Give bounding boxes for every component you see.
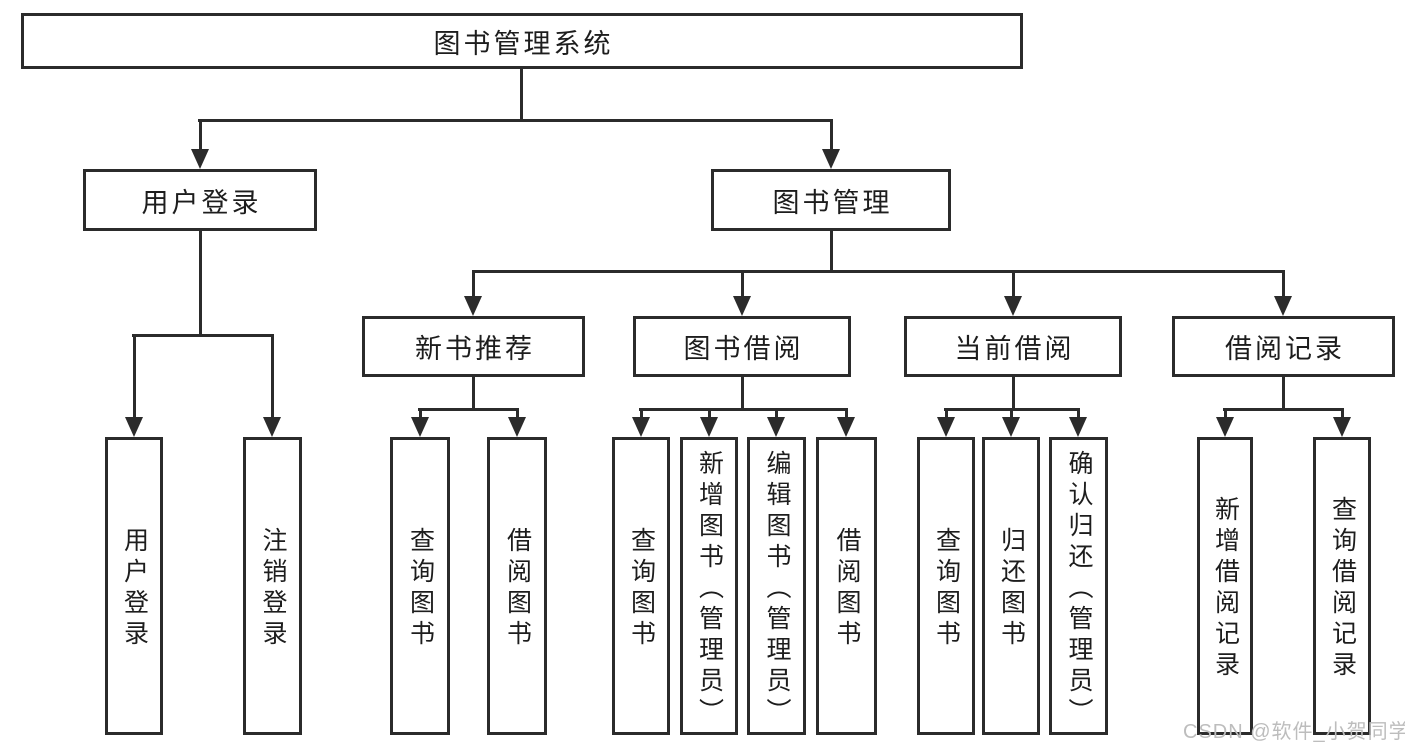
arrow-down-icon [1333,417,1351,437]
connector-line [1012,377,1015,410]
connector-line [199,231,202,337]
connector-line [472,377,475,410]
arrow-down-icon [837,417,855,437]
leaf-add-books-admin: 新增图书（管理员） [680,437,738,735]
arrow-down-icon [411,417,429,437]
arrow-down-icon [733,296,751,316]
connector-line [419,408,422,419]
connector-line [1282,270,1285,298]
arrow-down-icon [191,149,209,169]
leaf-add-books-admin-label: 新增图书（管理员） [695,449,724,729]
leaf-edit-books-admin: 编辑图书（管理员） [747,437,806,735]
leaf-current-query-books: 查询图书 [917,437,975,735]
connector-line [1224,408,1227,419]
leaf-recommend-query-books-label: 查询图书 [406,527,435,651]
leaf-user-login: 用户登录 [105,437,163,735]
arrow-down-icon [632,417,650,437]
connector-line [830,119,833,151]
connector-line [775,408,778,419]
leaf-user-login-label: 用户登录 [120,527,149,651]
leaf-logout-label: 注销登录 [259,527,287,651]
arrow-down-icon [767,417,785,437]
node-current-borrowing-label: 当前借阅 [954,334,1075,364]
node-root-label: 图书管理系统 [433,28,614,59]
arrow-down-icon [125,417,143,437]
leaf-borrowing-query-books-label: 查询图书 [627,527,656,651]
connector-line [1012,270,1015,298]
node-book-borrowing: 图书借阅 [633,316,851,377]
arrow-down-icon [1069,417,1087,437]
arrow-down-icon [937,417,955,437]
arrow-down-icon [1002,417,1020,437]
node-book-borrowing-label: 图书借阅 [683,334,804,364]
node-current-borrowing: 当前借阅 [904,316,1122,377]
leaf-current-query-books-label: 查询图书 [932,527,961,651]
connector-line [830,231,833,273]
leaf-borrowing-borrow-books: 借阅图书 [816,437,877,735]
leaf-add-borrow-record: 新增借阅记录 [1197,437,1253,735]
leaf-recommend-borrow-books: 借阅图书 [487,437,547,735]
connector-line [1077,408,1080,419]
connector-line [520,69,523,121]
connector-line [1223,408,1344,411]
connector-line [640,408,643,419]
leaf-confirm-return-admin: 确认归还（管理员） [1049,437,1108,735]
arrow-down-icon [822,149,840,169]
leaf-recommend-borrow-books-label: 借阅图书 [503,527,532,651]
connector-line [741,377,744,410]
leaf-query-borrow-record-label: 查询借阅记录 [1328,496,1357,682]
connector-line [516,408,519,419]
arrow-down-icon [1274,296,1292,316]
leaf-add-borrow-record-label: 新增借阅记录 [1211,496,1240,682]
node-borrow-records: 借阅记录 [1172,316,1395,377]
arrow-down-icon [1004,296,1022,316]
connector-line [132,334,274,337]
leaf-return-books: 归还图书 [982,437,1040,735]
node-new-book-recommend: 新书推荐 [362,316,585,377]
connector-line [945,408,948,419]
connector-line [199,119,202,151]
connector-line [271,334,274,419]
leaf-edit-books-admin-label: 编辑图书（管理员） [763,449,791,729]
node-root: 图书管理系统 [21,13,1023,69]
connector-line [1341,408,1344,419]
connector-line [741,270,744,298]
node-new-book-recommend-label: 新书推荐 [415,334,535,364]
connector-line [198,119,832,122]
arrow-down-icon [700,417,718,437]
arrow-down-icon [1216,417,1234,437]
leaf-query-borrow-record: 查询借阅记录 [1313,437,1371,735]
node-user-login-label: 用户登录 [141,187,262,218]
arrow-down-icon [508,417,526,437]
arrow-down-icon [464,296,482,316]
leaf-confirm-return-admin-label: 确认归还（管理员） [1065,449,1093,729]
leaf-borrowing-borrow-books-label: 借阅图书 [833,527,861,651]
leaf-borrowing-query-books: 查询图书 [612,437,670,735]
connector-line [708,408,711,419]
csdn-watermark: CSDN @软件_小贺同学 [1183,721,1405,743]
node-user-login: 用户登录 [83,169,317,231]
node-book-management: 图书管理 [711,169,951,231]
connector-line [1010,408,1013,419]
node-borrow-records-label: 借阅记录 [1225,334,1345,364]
connector-line [1282,377,1285,410]
connector-line [639,408,848,411]
node-book-management-label: 图书管理 [772,187,893,218]
connector-line [845,408,848,419]
connector-line [133,334,136,419]
arrow-down-icon [263,417,281,437]
connector-line [472,270,475,298]
leaf-recommend-query-books: 查询图书 [390,437,450,735]
connector-line [472,270,1285,273]
connector-line [418,408,519,411]
leaf-logout: 注销登录 [243,437,302,735]
leaf-return-books-label: 归还图书 [997,527,1026,651]
